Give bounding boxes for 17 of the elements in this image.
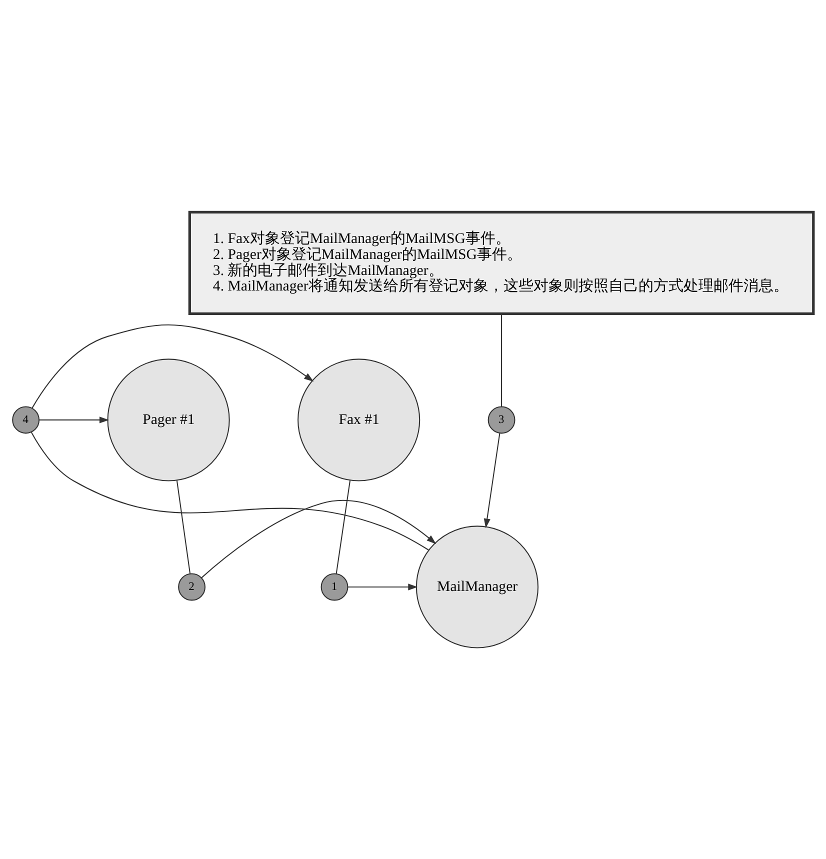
- connector: [176, 480, 191, 574]
- arrow: [32, 324, 314, 408]
- node-circle: Fax #1: [298, 358, 420, 481]
- connector: [30, 432, 429, 550]
- connector: [336, 480, 351, 574]
- node-box: 1. Fax对象登记MailManager的MailMSG事件。 2. Pager对象登记MailManager的MailMSG事件。 3. 新的电子邮件到达MailManager。 4. MailManager将通知发送给所有登记对象，这些对象则按照自己的方式处理邮件消息。: [188, 210, 815, 315]
- node-circle: 3: [488, 406, 516, 434]
- connector: [501, 313, 502, 406]
- arrow: [39, 416, 109, 423]
- node-circle: 2: [178, 572, 206, 600]
- arrow: [201, 499, 436, 578]
- arrow: [484, 432, 500, 528]
- node-circle: Pager #1: [107, 358, 230, 481]
- node-circle: 1: [320, 572, 348, 600]
- node-circle: MailManager: [416, 525, 539, 648]
- arrow: [348, 583, 418, 590]
- node-circle: 4: [12, 406, 40, 434]
